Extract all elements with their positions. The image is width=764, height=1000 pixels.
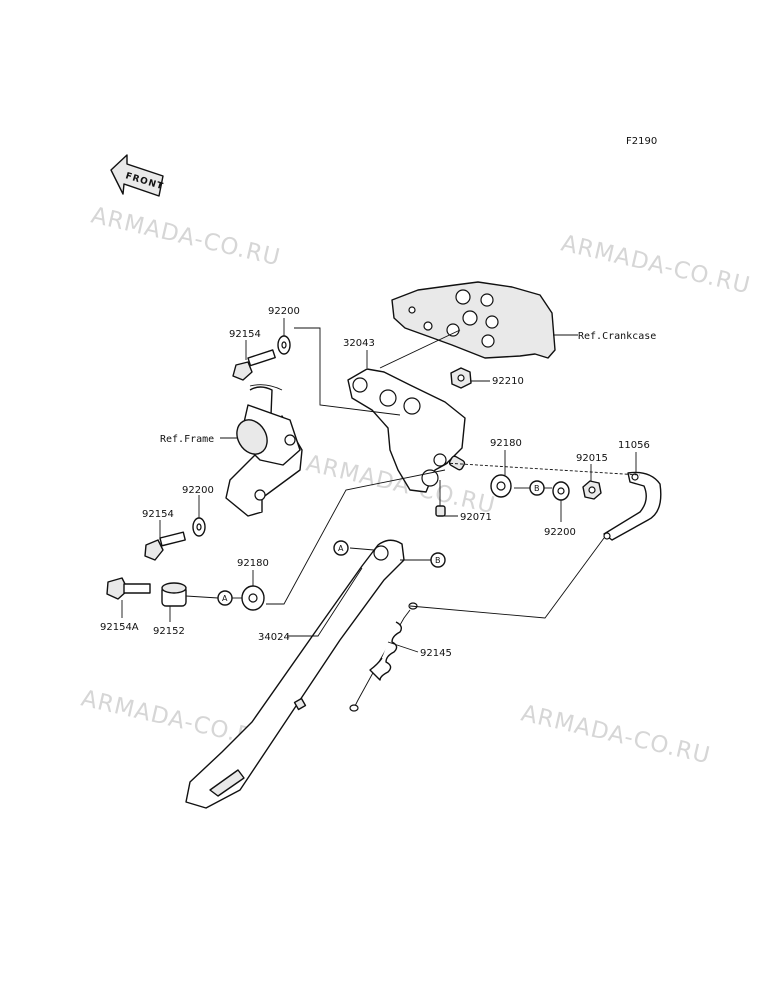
part-label-92154: 92154 (142, 509, 174, 520)
part-label-92200: 92200 (182, 485, 214, 496)
connector-b-icon: B (430, 552, 446, 568)
bolt-92154-top-icon (232, 349, 276, 381)
part-label-34024: 34024 (258, 632, 290, 643)
part-label-92154A: 92154A (100, 622, 139, 633)
leader-lines (121, 318, 641, 653)
part-labels: 92200 92154 32043 92210 92180 92015 1105… (100, 306, 650, 659)
pin-92071-icon (435, 455, 466, 517)
ref-crankcase: Ref.Crankcase (578, 331, 656, 342)
watermark: ARMADA-CO.RU (519, 701, 713, 770)
watermark: ARMADA-CO.RU (89, 203, 283, 272)
part-label-92154: 92154 (229, 329, 261, 340)
side-stand-34024-icon (185, 539, 405, 809)
connector-a-icon: A (333, 540, 349, 556)
watermark: ARMADA-CO.RU (559, 231, 753, 300)
ref-frame: Ref.Frame (160, 434, 214, 445)
part-label-92210: 92210 (492, 376, 524, 387)
part-label-11056: 11056 (618, 440, 650, 451)
part-label-92200: 92200 (544, 527, 576, 538)
connector-b-label: B (534, 484, 540, 493)
part-label-92015: 92015 (576, 453, 608, 464)
connector-a-label: A (222, 594, 228, 603)
diagram-code: F2190 (626, 136, 657, 147)
spring-92145-icon (349, 602, 418, 712)
part-label-32043: 32043 (343, 338, 375, 349)
part-label-92152: 92152 (153, 626, 185, 637)
bolt-92154A-icon (106, 577, 151, 600)
part-label-92180: 92180 (237, 558, 269, 569)
part-label-92071: 92071 (460, 512, 492, 523)
bolt-92154-left-icon (144, 531, 186, 561)
connector-a-icon: A (217, 590, 233, 606)
crankcase-ref-icon (391, 281, 556, 359)
connector-a-label: A (338, 544, 344, 553)
frame-ref-icon (225, 384, 303, 517)
bracket-11056-icon (603, 471, 662, 541)
part-label-92200: 92200 (268, 306, 300, 317)
part-label-92180: 92180 (490, 438, 522, 449)
connector-b-icon: B (529, 480, 545, 496)
collar-92152-icon (161, 582, 187, 607)
connector-b-label: B (435, 556, 441, 565)
part-label-92145: 92145 (420, 648, 452, 659)
bracket-32043-icon (347, 368, 466, 493)
front-arrow-icon: FRONT (110, 154, 165, 197)
